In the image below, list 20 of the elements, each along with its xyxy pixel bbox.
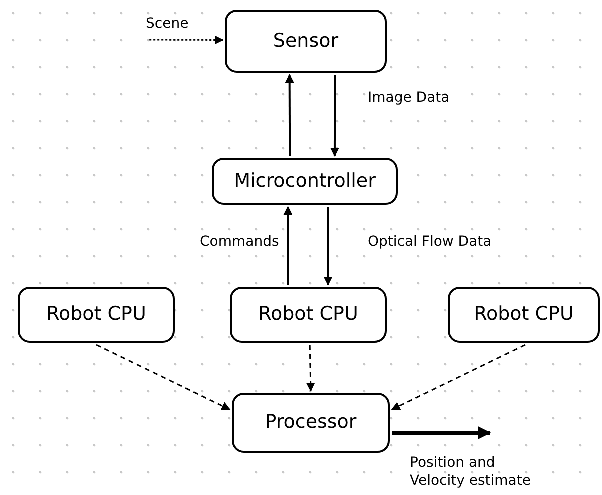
edge-label: Image Data bbox=[368, 90, 451, 108]
arrow bbox=[324, 207, 333, 286]
arrow bbox=[306, 344, 316, 392]
arrow bbox=[150, 36, 224, 45]
process-box: Robot CPU bbox=[18, 287, 175, 343]
process-box: Processor bbox=[232, 393, 390, 453]
process-box: Robot CPU bbox=[448, 287, 600, 343]
process-box: Sensor bbox=[225, 10, 387, 73]
arrow bbox=[330, 75, 340, 157]
input-label: Scene bbox=[146, 16, 206, 38]
arrow bbox=[284, 206, 293, 285]
edge-label: Optical Flow Data bbox=[368, 234, 493, 252]
edge-label: Position and Velocity estimate bbox=[410, 455, 532, 490]
arrow bbox=[285, 74, 294, 156]
arrow bbox=[392, 426, 492, 440]
process-box: Microcontroller bbox=[212, 158, 398, 205]
arrow bbox=[391, 344, 526, 410]
edge-label: Commands bbox=[200, 234, 280, 252]
arrow bbox=[96, 344, 231, 410]
process-box: Robot CPU bbox=[230, 287, 387, 343]
